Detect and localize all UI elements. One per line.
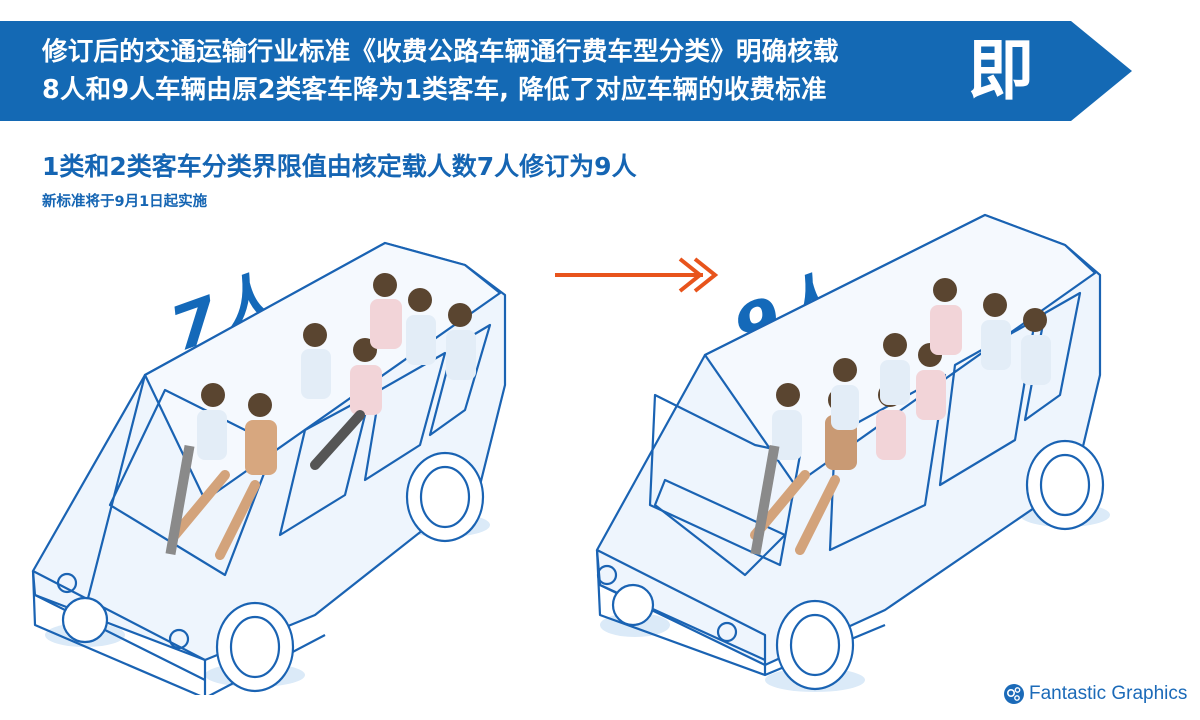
brand-logo: Fantastic Graphics	[1003, 683, 1187, 705]
passengers-9	[750, 278, 1051, 556]
brand-name: Fantastic Graphics	[1029, 683, 1188, 704]
banner-line-2: 8人和9人车辆由原2类客车降为1类客车, 降低了对应车辆的收费标准	[42, 75, 827, 105]
van-9-seat-illustration	[595, 213, 1110, 692]
headline-note: 新标准将于9月1日起实施	[42, 194, 208, 210]
banner-arrow-shape	[0, 21, 1132, 121]
passengers-7	[165, 273, 476, 560]
headline-title: 1类和2类客车分类界限值由核定载人数7人修订为9人	[42, 152, 637, 181]
transition-arrow	[555, 257, 719, 293]
van-7-seat-illustration	[31, 241, 507, 695]
header-banner: 修订后的交通运输行业标准《收费公路车辆通行费车型分类》明确核载 8人和9人车辆由…	[0, 21, 1132, 121]
banner-highlight-char: 即	[968, 32, 1034, 109]
gears-icon	[1004, 684, 1024, 704]
banner-text: 修订后的交通运输行业标准《收费公路车辆通行费车型分类》明确核载 8人和9人车辆由…	[42, 33, 942, 109]
banner-line-1: 修订后的交通运输行业标准《收费公路车辆通行费车型分类》明确核载	[42, 37, 839, 67]
